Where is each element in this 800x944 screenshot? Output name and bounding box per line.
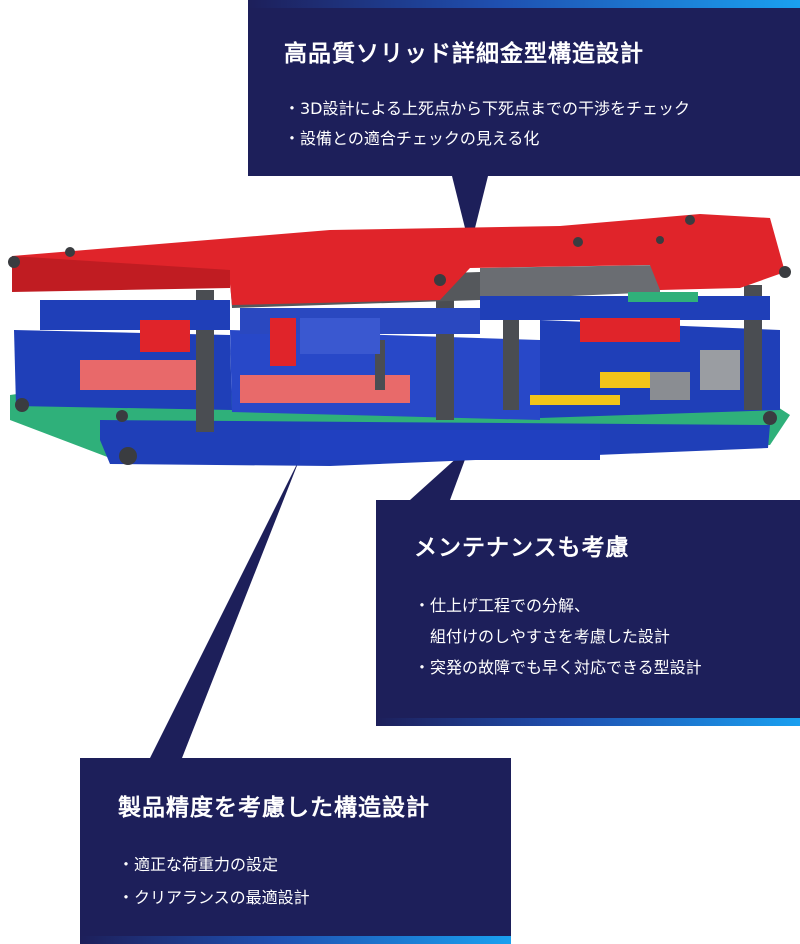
list-item: ・3D設計による上死点から下死点までの干渉をチェック <box>284 99 691 118</box>
list-item: ・クリアランスの最適設計 <box>118 888 310 907</box>
bullet-list: ・3D設計による上死点から下死点までの干渉をチェック ・設備との適合チェックの見… <box>284 94 800 154</box>
callout-title: 高品質ソリッド詳細金型構造設計 <box>284 41 644 67</box>
callout-product-precision: 製品精度を考慮した構造設計 ・適正な荷重力の設定 ・クリアランスの最適設計 <box>80 758 511 944</box>
callout-title: メンテナンスも考慮 <box>414 535 630 561</box>
pointer-top <box>452 176 488 248</box>
bullet-list: ・仕上げ工程での分解、 組付けのしやすさを考慮した設計 ・突発の故障でも早く対応… <box>414 590 800 683</box>
die-components <box>140 292 740 405</box>
pointer-bottom <box>150 458 300 758</box>
list-item: ・突発の故障でも早く対応できる型設計 <box>414 658 702 677</box>
list-item: 組付けのしやすさを考慮した設計 <box>414 627 670 646</box>
list-item: ・設備との適合チェックの見える化 <box>284 129 540 148</box>
bolts <box>8 256 791 465</box>
accent-bar <box>80 936 511 944</box>
callout-solid-die-design: 高品質ソリッド詳細金型構造設計 ・3D設計による上死点から下死点までの干渉をチェ… <box>248 0 800 176</box>
accent-bar <box>248 0 800 8</box>
callout-title: 製品精度を考慮した構造設計 <box>118 795 430 821</box>
die-top-plate <box>12 214 785 305</box>
bullet-list: ・適正な荷重力の設定 ・クリアランスの最適設計 <box>118 848 511 914</box>
list-item: ・適正な荷重力の設定 <box>118 855 279 874</box>
callout-maintenance: メンテナンスも考慮 ・仕上げ工程での分解、 組付けのしやすさを考慮した設計 ・突… <box>376 500 800 726</box>
accent-bar <box>376 718 800 726</box>
list-item: ・仕上げ工程での分解、 <box>414 596 591 615</box>
